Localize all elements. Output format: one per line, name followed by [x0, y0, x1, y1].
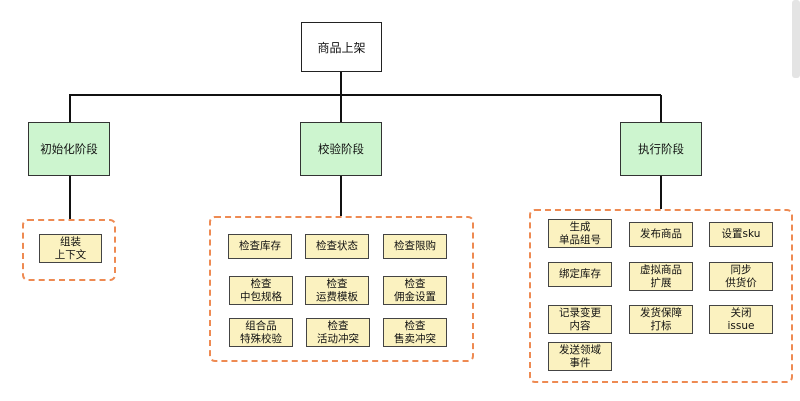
task-node: 检查 中包规格 [229, 276, 293, 305]
task-node: 设置sku [709, 222, 773, 247]
vertical-scrollbar[interactable] [792, 0, 800, 78]
task-node: 发货保障 打标 [629, 305, 693, 334]
phase-node-validate: 校验阶段 [300, 122, 382, 176]
task-node: 检查 售卖冲突 [383, 318, 447, 347]
task-node: 检查 活动冲突 [306, 318, 370, 347]
task-node: 检查状态 [305, 234, 369, 259]
task-node: 生成 单品组号 [548, 219, 612, 248]
root-node: 商品上架 [301, 22, 382, 72]
task-node: 同步 供货价 [709, 262, 773, 291]
task-node: 记录变更 内容 [548, 305, 612, 334]
task-group-init [22, 219, 116, 281]
task-node: 组合品 特殊校验 [229, 318, 293, 347]
task-node: 虚拟商品 扩展 [629, 262, 693, 291]
task-node: 绑定库存 [548, 262, 612, 287]
task-node: 检查 运费模板 [305, 276, 369, 305]
phase-node-exec: 执行阶段 [620, 122, 702, 176]
task-node: 发布商品 [629, 222, 693, 247]
task-node: 检查库存 [228, 234, 292, 259]
task-group-validate [209, 216, 474, 362]
task-group-exec [529, 209, 793, 383]
task-node: 关闭 issue [709, 305, 773, 334]
task-node: 组装 上下文 [39, 234, 102, 263]
task-node: 检查限购 [383, 234, 447, 259]
phase-node-init: 初始化阶段 [28, 122, 110, 176]
task-node: 检查 佣金设置 [383, 276, 447, 305]
task-node: 发送领域 事件 [548, 342, 612, 371]
